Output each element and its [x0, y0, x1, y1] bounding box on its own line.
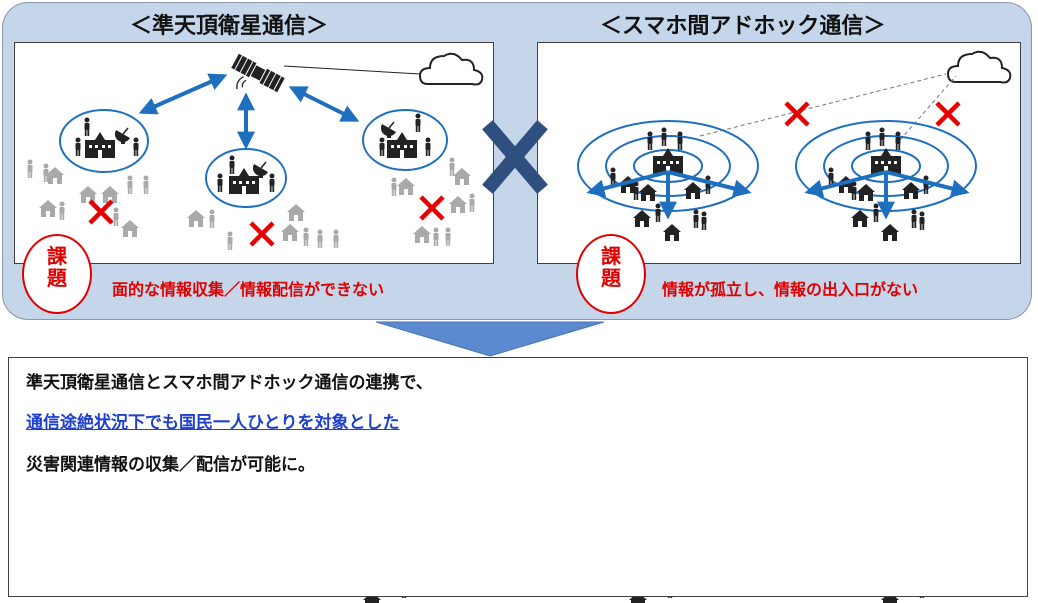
issue-badge-left: 課題	[22, 234, 92, 314]
solution-line-3: 災害関連情報の収集／配信が可能に。	[26, 455, 315, 475]
cloud-icon	[419, 52, 484, 86]
solution-line-1: 準天頂衛星通信とスマホ間アドホック通信の連携で、	[26, 373, 433, 393]
issue-badge-right: 課題	[576, 234, 646, 314]
adhoc-network-right	[577, 50, 1012, 241]
broken-link-line	[899, 75, 957, 141]
left-panel-title: ＜準天頂衛星通信＞	[130, 14, 329, 39]
no-coverage-x-icon	[251, 223, 273, 245]
satellite-network-left	[27, 52, 484, 250]
sat-arrow-left	[138, 73, 228, 115]
cloud-icon	[947, 50, 1012, 84]
down-arrow-icon	[375, 321, 605, 357]
cloud-link-line	[283, 65, 421, 75]
adhoc-diagram-box	[537, 42, 1021, 264]
right-panel-title: ＜スマホ間アドホック通信＞	[600, 14, 886, 39]
solution-line-2: 通信途絶状況下でも国民一人ひとりを対象とした	[26, 413, 400, 433]
no-coverage-x-icon	[421, 197, 443, 219]
broken-link-line	[699, 73, 947, 137]
sat-arrow-right	[288, 86, 360, 122]
adhoc-cluster-2	[795, 120, 977, 241]
issue-badge-label: 課題	[601, 244, 621, 290]
satellite-icon	[223, 53, 286, 108]
left-issue-text: 面的な情報収集／情報配信ができない	[112, 280, 385, 299]
adhoc-cluster-1	[577, 120, 759, 241]
no-coverage-x-icon	[90, 201, 112, 223]
no-gateway-x-icon	[937, 103, 959, 125]
big-cross-icon	[482, 120, 548, 194]
right-issue-text: 情報が孤立し、情報の出入口がない	[662, 280, 919, 299]
issue-badge-label: 課題	[47, 244, 67, 290]
solution-box	[8, 357, 1028, 597]
